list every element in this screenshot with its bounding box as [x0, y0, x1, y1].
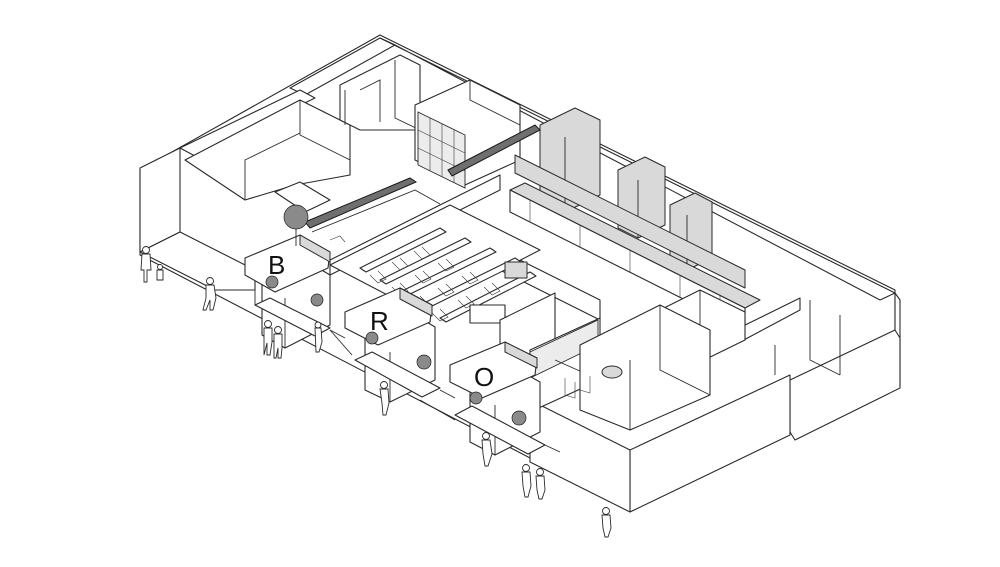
person-2: [202, 277, 217, 311]
person-3: [263, 320, 273, 356]
person-1: [140, 246, 152, 283]
left-courtyard: [184, 99, 351, 213]
wall-left-top: [179, 89, 316, 157]
person-10: [601, 507, 612, 538]
sign-letter-r: R: [370, 306, 389, 336]
person-5: [314, 321, 323, 353]
kiosk-b-deck: [254, 297, 331, 337]
kiosk-b: [244, 177, 441, 349]
tree-1: [283, 204, 309, 230]
person-child: [156, 264, 164, 281]
back-counter: [514, 154, 746, 289]
back-rooms: [339, 54, 521, 189]
signage: B R O: [268, 250, 494, 392]
bar-area: [499, 292, 711, 431]
people: [140, 246, 612, 538]
person-8: [521, 464, 532, 498]
person-7: [481, 432, 493, 467]
sign-letter-o: O: [474, 362, 494, 392]
exhaust-beam: [447, 124, 541, 177]
sign-letter-b: B: [268, 250, 285, 280]
kitchen-line: [447, 107, 761, 331]
person-9: [535, 468, 546, 500]
dining-area: [329, 204, 541, 324]
person-4: [273, 326, 283, 359]
floor-details: [254, 290, 841, 453]
plants: [265, 204, 527, 426]
kiosk-r: [329, 287, 441, 403]
person-6: [379, 381, 390, 416]
kiosk-r-deck: [354, 351, 441, 398]
